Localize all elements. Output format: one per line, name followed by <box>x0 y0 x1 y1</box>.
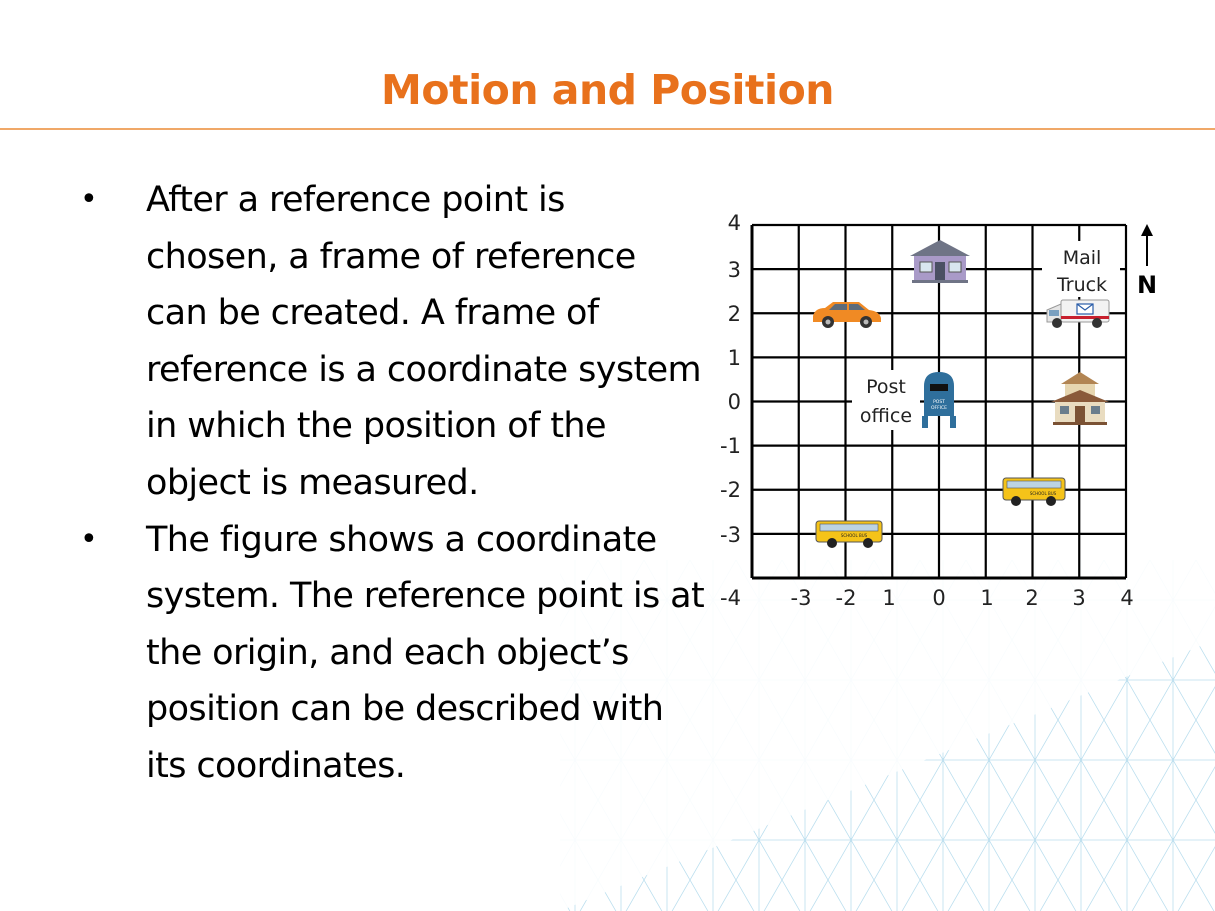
car-icon <box>813 302 881 328</box>
bullet-item: • After a reference point is chosen, a f… <box>75 172 705 512</box>
bullet-icon: • <box>80 521 98 557</box>
mail-truck-label-line2: Truck <box>1056 274 1107 296</box>
x-tick-label: 4 <box>1120 586 1133 610</box>
school-bus-icon: SCHOOL BUS <box>1002 477 1066 506</box>
x-tick-label: -2 <box>836 586 857 610</box>
y-tick-label: 2 <box>728 302 741 326</box>
mail-truck-label-line1: Mail <box>1063 247 1102 269</box>
mailbox-icon: POST OFFICE <box>922 372 956 428</box>
mail-truck-icon <box>1046 299 1110 328</box>
bullet-text: The figure shows a coordinate system. Th… <box>146 519 705 786</box>
title-divider <box>0 128 1215 130</box>
y-tick-label: -4 <box>720 586 741 610</box>
post-office-label-box <box>852 370 920 430</box>
x-tick-label: 1 <box>980 586 993 610</box>
slide-title: Motion and Position <box>381 66 834 114</box>
school-bus-icon: SCHOOL BUS <box>815 520 883 548</box>
x-tick-label: 0 <box>932 586 945 610</box>
north-arrow-icon <box>1141 224 1153 266</box>
y-axis-labels: 4 3 2 1 0 -1 -2 -3 -4 <box>720 211 741 610</box>
y-tick-label: -2 <box>720 478 741 502</box>
y-tick-label: 1 <box>728 346 741 370</box>
house-icon <box>1051 372 1109 425</box>
y-tick-label: 4 <box>728 211 741 235</box>
bullet-icon: • <box>80 182 98 217</box>
x-tick-label: 1 <box>882 586 895 610</box>
y-tick-label: 3 <box>728 258 741 282</box>
mailbox-text-1: POST <box>933 399 945 405</box>
bullet-list: • After a reference point is chosen, a f… <box>75 172 705 795</box>
mailbox-text-2: OFFICE <box>931 405 947 411</box>
bus-sign: SCHOOL BUS <box>841 533 868 538</box>
post-office-label-line2: office <box>860 405 912 427</box>
y-tick-label: 0 <box>728 390 741 414</box>
bullet-item: • The figure shows a coordinate system. … <box>75 512 705 795</box>
y-tick-label: -3 <box>720 523 741 547</box>
y-tick-label: -1 <box>720 434 741 458</box>
x-axis-labels: -3 -2 1 0 1 2 3 4 <box>791 586 1134 610</box>
post-office-label-line1: Post <box>866 376 906 398</box>
coordinate-figure: 4 3 2 1 0 -1 -2 -3 -4 -3 -2 1 0 1 2 3 4 N Mail Truck Po… <box>720 211 1157 610</box>
mail-truck-label-box <box>1042 241 1120 297</box>
bullet-text: After a reference point is chosen, a fra… <box>146 180 702 503</box>
north-label: N <box>1137 271 1157 299</box>
x-tick-label: -3 <box>791 586 812 610</box>
x-tick-label: 3 <box>1072 586 1085 610</box>
house-icon <box>910 240 970 283</box>
x-tick-label: 2 <box>1025 586 1038 610</box>
bus-sign: SCHOOL BUS <box>1030 491 1057 496</box>
coordinate-grid <box>750 223 1128 580</box>
